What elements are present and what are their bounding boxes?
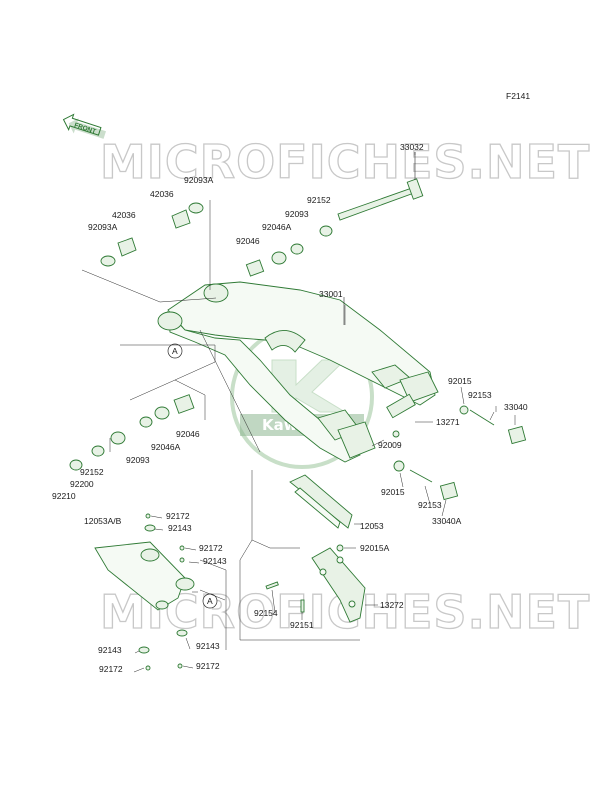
shock-linkage [94, 513, 344, 671]
part-label: 33001 [319, 289, 343, 299]
pivot-bearings-lower [69, 394, 195, 471]
part-label: 92172 [99, 664, 123, 674]
part-label: 92200 [70, 479, 94, 489]
part-label: 92046A [262, 222, 292, 232]
part-label: 92210 [52, 491, 76, 501]
pivot-shaft [337, 152, 424, 221]
part-label: 92046A [151, 442, 181, 452]
leader-lines [81, 152, 516, 650]
part-labels: 33032 92093A 42036 42036 92093A 92152 92… [52, 142, 528, 674]
svg-text:A: A [207, 596, 213, 606]
part-label: 92015 [381, 487, 405, 497]
part-label: 13271 [436, 417, 460, 427]
part-label: 92151 [290, 620, 314, 630]
part-label: 92172 [166, 511, 190, 521]
part-label: 92046 [176, 429, 200, 439]
callout-a-top: A [167, 343, 183, 359]
part-label: 92143 [203, 556, 227, 566]
part-label: 13272 [380, 600, 404, 610]
pivot-bearings-top [100, 202, 333, 277]
label-ticks [133, 386, 495, 673]
part-label: 42036 [112, 210, 136, 220]
part-label: 92172 [199, 543, 223, 553]
part-label: 92093A [88, 222, 118, 232]
part-label: 33040 [504, 402, 528, 412]
part-label: 92015 [448, 376, 472, 386]
part-label: 12053 [360, 521, 384, 531]
part-label: 92152 [80, 467, 104, 477]
svg-text:A: A [172, 346, 178, 356]
part-label: 92093 [126, 455, 150, 465]
part-label: 92154 [254, 608, 278, 618]
front-arrow-icon: FRONT [62, 113, 106, 139]
part-label: 92093 [285, 209, 309, 219]
part-label: 92093A [184, 175, 214, 185]
part-label: 92015A [360, 543, 390, 553]
chain-slider [311, 547, 366, 623]
watermark-top: MICROFICHES.NET [100, 135, 590, 189]
part-label: 92153 [468, 390, 492, 400]
part-label: 33032 [400, 142, 424, 152]
part-label: 92172 [196, 661, 220, 671]
chain-adjusters [386, 393, 527, 501]
part-label: 42036 [150, 189, 174, 199]
part-label: 92009 [378, 440, 402, 450]
part-label: 12053A/B [84, 516, 122, 526]
part-label: 92143 [168, 523, 192, 533]
part-label: 92153 [418, 500, 442, 510]
diagram-code: F2141 [506, 91, 530, 101]
part-label: 33040A [432, 516, 462, 526]
part-label: 92152 [307, 195, 331, 205]
chain-guide [289, 474, 353, 529]
part-label: 92143 [98, 645, 122, 655]
part-label: 92143 [196, 641, 220, 651]
part-label: 92046 [236, 236, 260, 246]
